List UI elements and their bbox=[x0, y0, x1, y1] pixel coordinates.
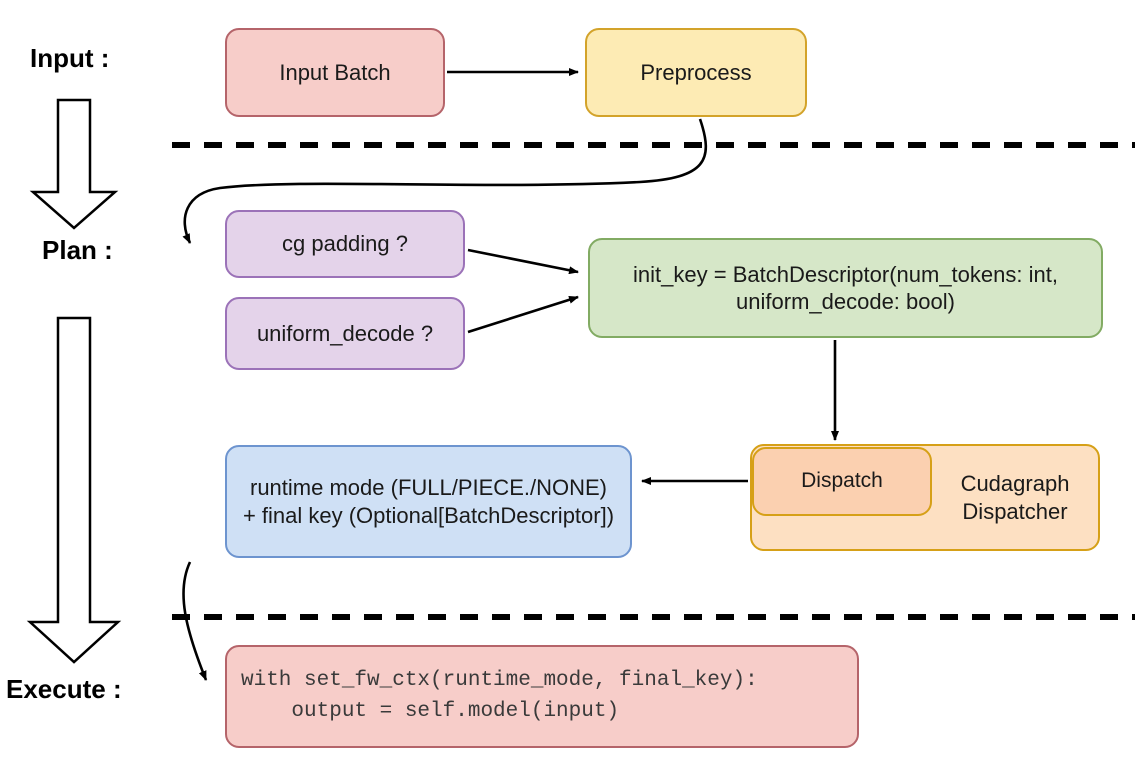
stage-label-plan: Plan : bbox=[42, 235, 113, 265]
node-uniform-decode-label: uniform_decode ? bbox=[256, 320, 434, 346]
connector-uniform-decode-to-init-key bbox=[467, 295, 579, 334]
node-init-key-label-line2: uniform_decode: bool) bbox=[736, 289, 955, 314]
node-runtime-mode-label-line2: + final key (Optional[BatchDescriptor]) bbox=[242, 502, 615, 528]
node-runtime-mode-label-line1: runtime mode (FULL/PIECE./NONE) bbox=[250, 475, 607, 500]
node-init-key-label-line1: init_key = BatchDescriptor(num_tokens: i… bbox=[633, 261, 1058, 287]
node-cudagraph-dispatcher-label-line2: Dispatcher bbox=[962, 498, 1068, 524]
node-dispatch[interactable]: Dispatch bbox=[752, 447, 932, 516]
stage-label-input: Input : bbox=[30, 43, 110, 73]
stage-arrow-plan-to-execute bbox=[26, 316, 122, 664]
node-execute-code[interactable]: with set_fw_ctx(runtime_mode, final_key)… bbox=[225, 645, 859, 748]
node-execute-code-line1: with set_fw_ctx(runtime_mode, final_key)… bbox=[241, 669, 758, 693]
node-execute-code-line2: output = self.model(input) bbox=[241, 699, 620, 723]
connector-cg-padding-to-init-key bbox=[467, 248, 579, 275]
node-dispatch-label: Dispatch bbox=[801, 469, 883, 493]
stage-arrow-input-to-plan bbox=[29, 98, 119, 230]
node-init-key[interactable]: init_key = BatchDescriptor(num_tokens: i… bbox=[588, 238, 1103, 338]
node-cg-padding-label: cg padding ? bbox=[282, 231, 408, 257]
node-cudagraph-dispatcher-label-line1: Cudagraph bbox=[960, 471, 1070, 496]
node-input-batch[interactable]: Input Batch bbox=[225, 28, 445, 117]
connector-runtime-mode-to-execute-code bbox=[182, 561, 208, 681]
node-preprocess-label: Preprocess bbox=[640, 59, 752, 85]
node-preprocess[interactable]: Preprocess bbox=[585, 28, 807, 117]
stage-label-execute: Execute : bbox=[6, 674, 122, 704]
node-uniform-decode[interactable]: uniform_decode ? bbox=[225, 297, 465, 370]
node-cg-padding[interactable]: cg padding ? bbox=[225, 210, 465, 278]
node-runtime-mode[interactable]: runtime mode (FULL/PIECE./NONE) + final … bbox=[225, 445, 632, 558]
node-input-batch-label: Input Batch bbox=[279, 59, 391, 85]
node-cudagraph-dispatcher-label: Cudagraph Dispatcher bbox=[935, 455, 1095, 540]
